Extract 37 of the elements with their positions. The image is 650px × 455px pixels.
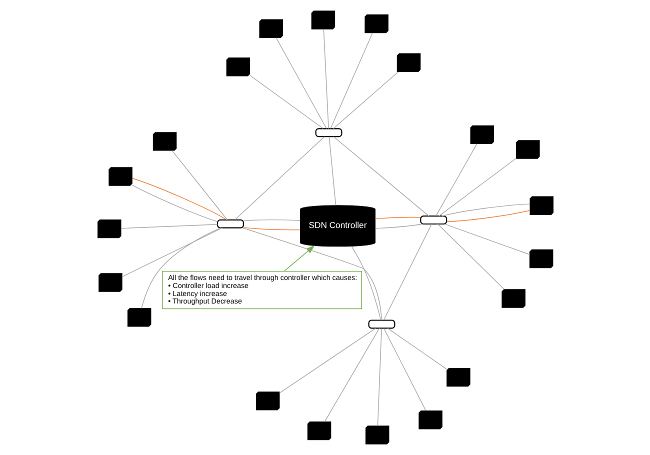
connector bbox=[446, 210, 530, 222]
connector bbox=[242, 220, 300, 222]
connector bbox=[242, 227, 300, 230]
connector bbox=[374, 224, 422, 229]
connector bbox=[382, 328, 426, 412]
connector bbox=[436, 224, 504, 290]
connector bbox=[242, 228, 382, 320]
connector bbox=[278, 328, 376, 394]
connector bbox=[350, 246, 381, 320]
connector bbox=[376, 328, 382, 426]
node-box bbox=[314, 128, 342, 138]
node-box bbox=[420, 216, 447, 225]
connector bbox=[441, 204, 530, 216]
connector bbox=[121, 228, 222, 278]
node-box bbox=[216, 219, 244, 228]
connector bbox=[332, 72, 398, 130]
connector bbox=[438, 158, 516, 216]
connector bbox=[171, 150, 228, 220]
connector bbox=[120, 224, 218, 229]
connector bbox=[374, 216, 420, 220]
connector bbox=[328, 136, 336, 206]
connector bbox=[249, 75, 323, 129]
connector bbox=[324, 328, 380, 422]
node-box bbox=[368, 320, 395, 329]
connector bbox=[444, 224, 530, 255]
connector bbox=[131, 184, 218, 222]
connector bbox=[322, 28, 328, 129]
connector bbox=[332, 136, 429, 216]
node-box: All the flows need to travel through controller which causes: • Controller load increase • Latency increase • Throughput Decrease bbox=[162, 270, 362, 310]
connector bbox=[234, 136, 324, 220]
connector bbox=[382, 224, 432, 320]
connector bbox=[435, 143, 477, 216]
connector bbox=[330, 32, 372, 129]
connector bbox=[275, 37, 326, 129]
connector bbox=[131, 178, 226, 220]
connector bbox=[140, 227, 221, 309]
connector bbox=[386, 328, 447, 370]
